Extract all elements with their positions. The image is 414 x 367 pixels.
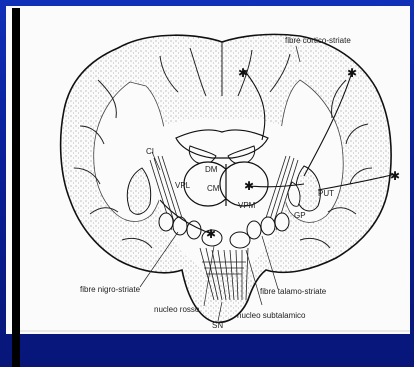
label-ci: CI bbox=[146, 147, 154, 156]
subthalamic-nucleus bbox=[230, 232, 250, 248]
svg-text:✱: ✱ bbox=[390, 169, 400, 183]
label-vpm: VPM bbox=[238, 201, 256, 210]
label-cm: CM bbox=[207, 184, 220, 193]
svg-text:✱: ✱ bbox=[347, 66, 357, 80]
label-sn: SN bbox=[212, 321, 223, 330]
label-put: PUT bbox=[318, 189, 334, 198]
label-gp: GP bbox=[294, 211, 306, 220]
svg-text:✱: ✱ bbox=[238, 66, 248, 80]
label-nucleo-subtalamico: nucleo subtalamico bbox=[237, 311, 306, 320]
label-vpl: VPL bbox=[175, 181, 191, 190]
label-fibre-talamo-striate: fibre talamo-striate bbox=[260, 287, 327, 296]
label-dm: DM bbox=[205, 165, 218, 174]
svg-text:✱: ✱ bbox=[206, 227, 216, 241]
label-fibre-cortico-striate: fibre cortico-striate bbox=[285, 36, 351, 45]
label-nucleo-rosso: nucleo rosso bbox=[154, 305, 200, 314]
label-fibre-nigro-striate: fibre nigro-striate bbox=[80, 285, 141, 294]
svg-text:✱: ✱ bbox=[244, 179, 254, 193]
